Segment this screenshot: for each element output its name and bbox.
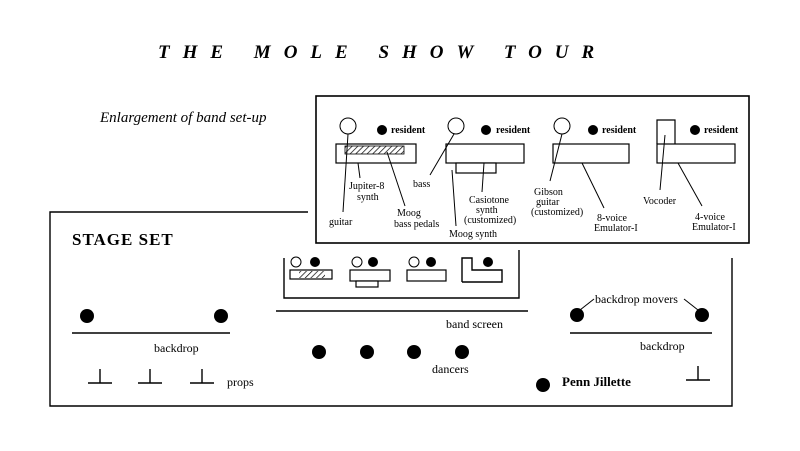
moog-bass-label-2: bass pedals (394, 219, 439, 230)
jupiter-label-1: Jupiter-8 (349, 181, 384, 192)
penn-label: Penn Jillette (562, 374, 631, 389)
leader-line (429, 133, 455, 176)
dancer-dot (455, 345, 469, 359)
keyboard-rect (406, 269, 447, 282)
emulator-4-keyboard (656, 143, 736, 164)
performer-circle (408, 256, 420, 268)
guitar-label: guitar (329, 217, 353, 228)
moog-bass-pedals-hatch (344, 145, 405, 155)
prop-marker (686, 366, 710, 381)
props-label: props (227, 375, 254, 389)
casiotone-label-1: Casiotone (469, 195, 510, 206)
keyboard-rect (355, 280, 379, 288)
performer-circle (290, 256, 302, 268)
resident-label: resident (391, 125, 426, 136)
resident-dot (483, 257, 493, 267)
prop-marker (190, 369, 214, 384)
moog-bass-label-1: Moog (397, 208, 421, 219)
resident-dot (690, 125, 700, 135)
leader-line (579, 298, 595, 311)
resident-dot (368, 257, 378, 267)
casiotone-label-3: (customized) (464, 215, 516, 226)
leader-line (481, 162, 485, 193)
gibson-label-1: Gibson (534, 187, 563, 198)
vocoder-shape (461, 257, 503, 283)
band-riser-outline (283, 250, 520, 299)
performer-circle (351, 256, 363, 268)
leader-line (683, 298, 699, 311)
resident-dot (481, 125, 491, 135)
prop-marker (88, 369, 112, 384)
vocoder-label: Vocoder (643, 196, 677, 207)
backdrop-right-label: backdrop (640, 339, 685, 353)
band-enlargement: resident guitar Jupiter-8 synth Moog bas… (315, 95, 750, 244)
bass-label: bass (413, 179, 430, 190)
emu4-label-1: 4-voice (695, 212, 726, 223)
gibson-label-3: (customized) (531, 207, 583, 218)
vocoder-box (656, 119, 676, 144)
enlargement-frame (315, 95, 750, 244)
stage-outline (49, 211, 733, 407)
resident-label: resident (496, 125, 531, 136)
keyboard-rect (349, 269, 391, 282)
band-screen-label: band screen (446, 317, 503, 331)
backdrop-mover-dot (695, 308, 709, 322)
emu4-label-2: Emulator-I (692, 222, 736, 233)
backdrop-movers-label: backdrop movers (595, 292, 678, 306)
jupiter-hatch (299, 271, 325, 278)
moog-synth-label: Moog synth (449, 229, 497, 240)
dancer-dot (407, 345, 421, 359)
stage-set: STAGE SET backdrop props (49, 211, 733, 407)
casiotone-keyboard (445, 143, 525, 164)
resident-dot (588, 125, 598, 135)
emulator-8-keyboard (552, 143, 630, 164)
backdrop-left-label: backdrop (154, 341, 199, 355)
resident-label: resident (602, 125, 637, 136)
band-riser (283, 250, 520, 299)
prop-marker (138, 369, 162, 384)
backdrop-mover-dot (214, 309, 228, 323)
jupiter-label-2: synth (357, 192, 379, 203)
leader-line (451, 169, 457, 227)
dancers-label: dancers (432, 362, 469, 376)
emu8-label-2: Emulator-I (594, 223, 638, 234)
dancer-dot (312, 345, 326, 359)
resident-dot (377, 125, 387, 135)
penn-dot (536, 378, 550, 392)
backdrop-mover-dot (570, 308, 584, 322)
moog-synth-keyboard (455, 162, 497, 174)
page-title: THE MOLE SHOW TOUR (158, 42, 607, 63)
leader-line (677, 162, 703, 207)
leader-line (386, 151, 406, 207)
dancer-dot (360, 345, 374, 359)
casiotone-label-2: synth (476, 205, 498, 216)
backdrop-mover-dot (80, 309, 94, 323)
gibson-label-2: guitar (536, 197, 560, 208)
emu8-label-1: 8-voice (597, 213, 628, 224)
resident-dot (426, 257, 436, 267)
stage-set-label: STAGE SET (72, 230, 174, 249)
resident-label: resident (704, 125, 739, 136)
leader-line (549, 133, 563, 182)
bass-performer-circle (447, 117, 465, 135)
leader-line (342, 133, 349, 213)
resident-dot (310, 257, 320, 267)
leader-line (659, 134, 666, 191)
leader-line (357, 162, 361, 179)
leader-line (581, 162, 605, 209)
enlargement-caption: Enlargement of band set-up (99, 110, 267, 126)
